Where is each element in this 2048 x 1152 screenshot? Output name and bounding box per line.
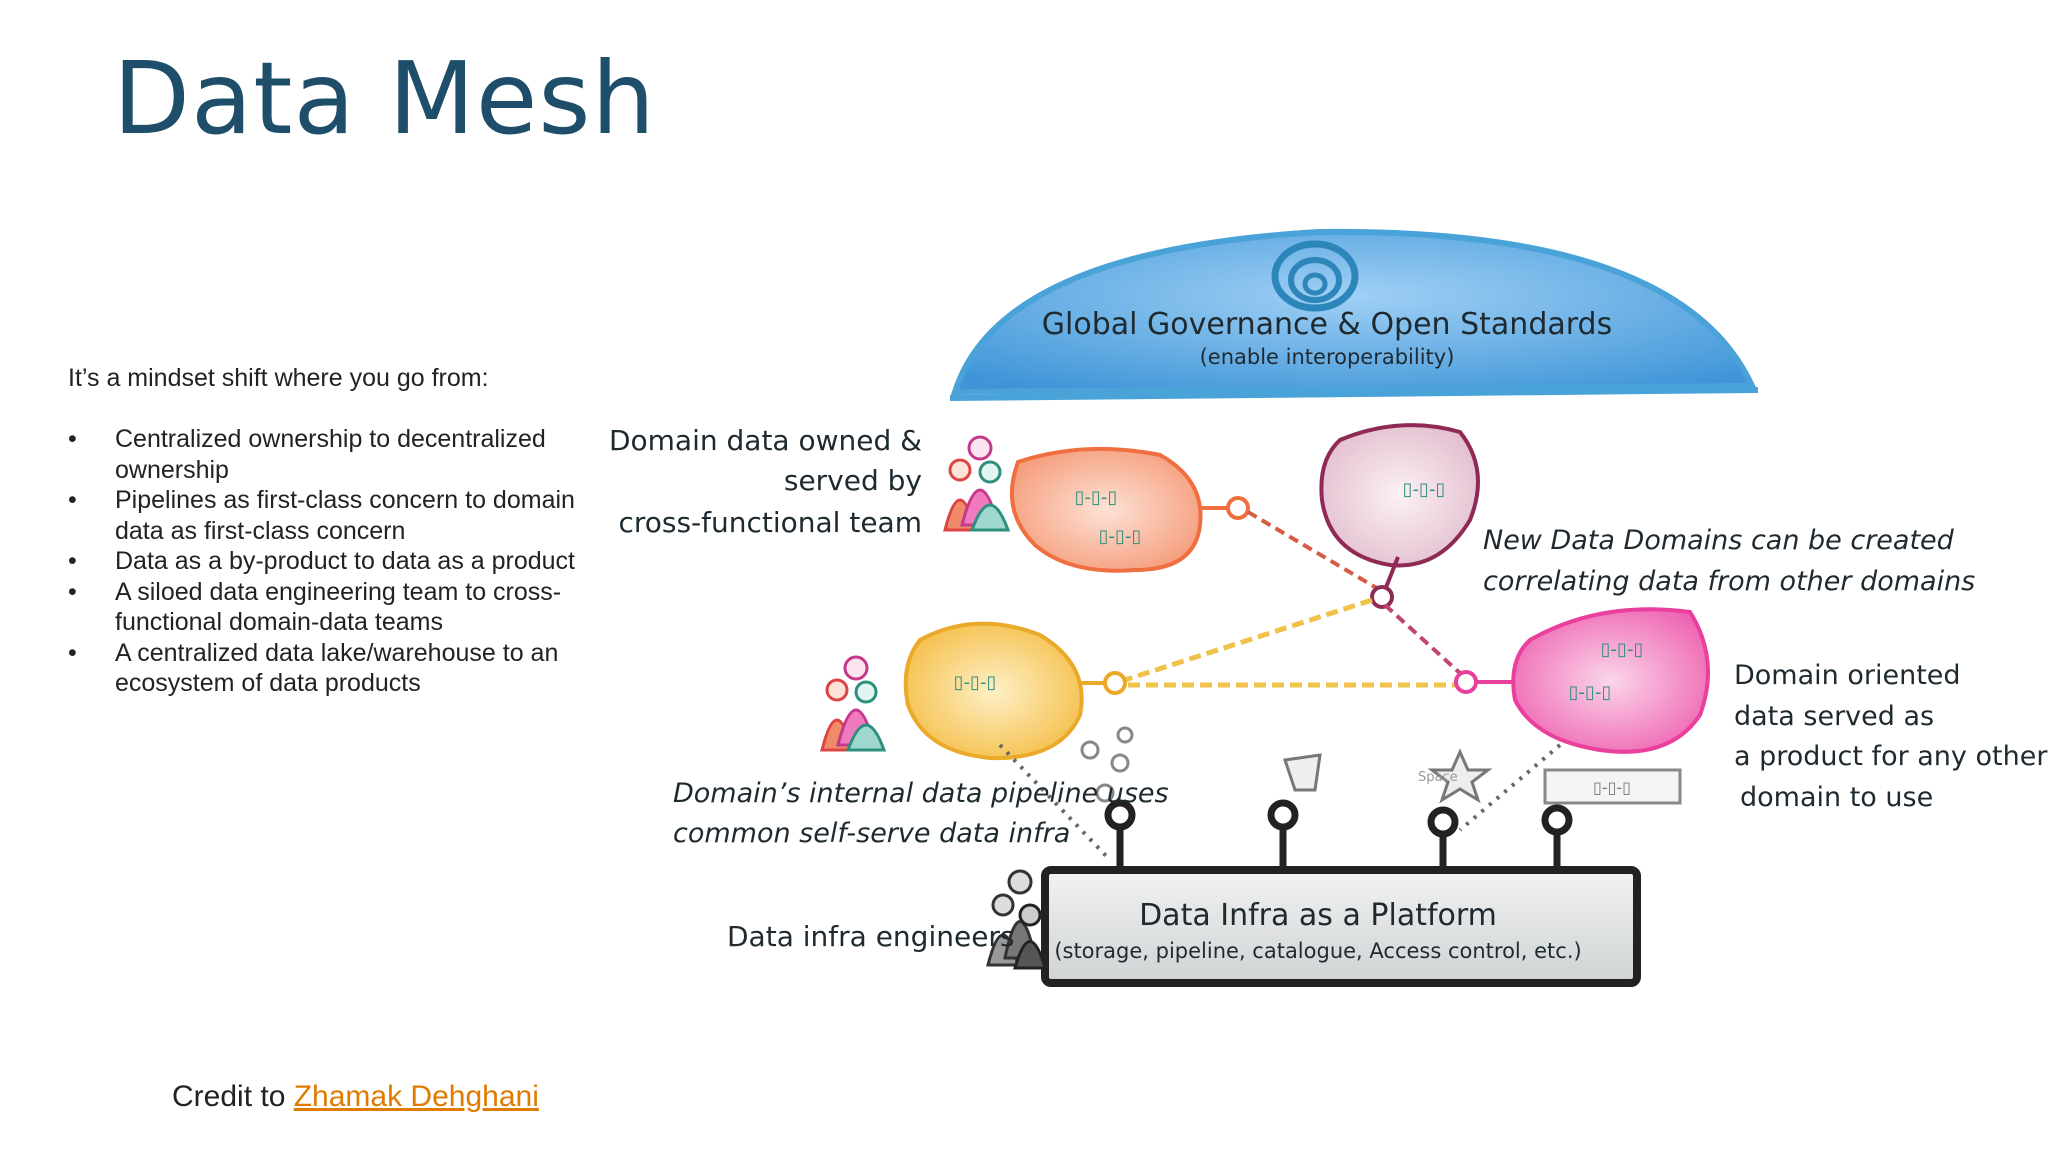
governance-title: Global Governance & Open Standards xyxy=(1042,307,1612,342)
governance-dome: Global Governance & Open Standards (enab… xyxy=(949,228,1759,401)
bullet-symbol: • xyxy=(68,577,77,606)
tool-icons: Space ▯-▯-▯ xyxy=(1080,726,1682,805)
node-glyph: ▯-▯-▯ xyxy=(1569,682,1612,703)
label-oriented-4: domain to use xyxy=(1740,782,1933,813)
dotted-link xyxy=(998,743,1112,862)
domain-pink: ▯-▯-▯ ▯-▯-▯ xyxy=(1511,607,1710,754)
label-owned-2: served by xyxy=(784,464,922,497)
label-owned-1: Domain data owned & xyxy=(609,424,922,457)
credit-line: Credit to Zhamak Dehghani xyxy=(172,1080,539,1114)
bullet-line-2: ecosystem of data products xyxy=(115,669,421,697)
network-icon xyxy=(1080,726,1134,803)
bullet-symbol: • xyxy=(68,425,77,453)
star-icon: Space xyxy=(1418,748,1493,804)
node-glyph: ▯-▯-▯ xyxy=(1403,479,1446,500)
fingerprint-icon xyxy=(1271,240,1359,312)
intro-text: It’s a mindset shift where you go from: xyxy=(68,364,489,392)
bullet-line-2: ownership xyxy=(115,455,229,484)
bullet-symbol: • xyxy=(68,638,77,667)
dotted-link xyxy=(1458,743,1562,832)
engineers-people-icon xyxy=(986,869,1047,970)
node-glyph: ▯-▯-▯ xyxy=(1099,526,1142,547)
bullet-line-1: A centralized data lake/warehouse to an xyxy=(115,638,559,667)
bullet-line-1: Pipelines as first-class concern to doma… xyxy=(115,486,575,514)
label-oriented-1: Domain oriented xyxy=(1734,660,1961,691)
node-glyph: ▯-▯-▯ xyxy=(1601,639,1644,660)
platform-box: Data Infra as a Platform (storage, pipel… xyxy=(1041,799,1641,987)
port-circle xyxy=(1226,496,1250,520)
bullet-symbol: • xyxy=(68,486,77,514)
port-circle xyxy=(1454,670,1478,694)
label-pipeline-2: common self-serve data infra xyxy=(673,818,1070,849)
node-glyph: ▯-▯-▯ xyxy=(954,672,997,693)
label-new-2: correlating data from other domains xyxy=(1483,566,1975,597)
pipeline-icon: ▯-▯-▯ xyxy=(1543,768,1682,805)
list-item: • Pipelines as first-class concern to do… xyxy=(68,485,608,546)
dome-base-stroke xyxy=(949,387,1759,401)
domain-blob xyxy=(1009,446,1203,573)
label-pipeline-1: Domain’s internal data pipeline uses xyxy=(673,778,1169,809)
team-people-icon xyxy=(820,655,887,752)
list-item: • A siloed data engineering team to cros… xyxy=(68,577,608,638)
domain-blob xyxy=(1511,607,1710,754)
list-item: • A centralized data lake/warehouse to a… xyxy=(68,638,608,699)
node-glyph: ▯-▯-▯ xyxy=(1075,487,1118,508)
team-people-icon xyxy=(943,435,1011,532)
port-circle xyxy=(1103,671,1127,695)
domain-blob xyxy=(1319,423,1480,568)
domain-yellow: ▯-▯-▯ xyxy=(903,621,1084,761)
platform-shape xyxy=(1041,866,1641,987)
label-new-1: New Data Domains can be created xyxy=(1483,525,1955,556)
credit-prefix: Credit to xyxy=(172,1080,294,1113)
page-title: Data Mesh xyxy=(113,40,656,157)
bullet-list: • Centralized ownership to decentralized… xyxy=(68,424,608,699)
platform-title: Data Infra as a Platform xyxy=(1139,898,1497,933)
bullet-line-1: Centralized ownership to decentralized xyxy=(115,425,546,453)
label-owned-3: cross-functional team xyxy=(618,506,922,539)
domain-blob xyxy=(903,621,1084,761)
list-item: • Centralized ownership to decentralized… xyxy=(68,424,608,485)
label-engineers: Data infra engineers xyxy=(727,920,1015,953)
bullet-line-1: Data as a by-product to data as a produc… xyxy=(115,547,575,575)
domain-orange: ▯-▯-▯ ▯-▯-▯ xyxy=(1009,446,1203,573)
dashed-link xyxy=(1124,597,1373,683)
bullet-symbol: • xyxy=(68,547,77,575)
bucket-icon xyxy=(1283,753,1322,792)
node-glyph: ▯-▯-▯ xyxy=(1593,778,1631,797)
platform-subtitle: (storage, pipeline, catalogue, Access co… xyxy=(1054,939,1581,963)
dome-shape xyxy=(950,228,1757,396)
author-link[interactable]: Zhamak Dehghani xyxy=(293,1080,539,1113)
port-circle xyxy=(1370,585,1394,609)
platform-pegs xyxy=(1104,799,1573,873)
label-oriented-3: a product for any other xyxy=(1734,741,2048,772)
connector xyxy=(1383,556,1400,591)
governance-subtitle: (enable interoperability) xyxy=(1200,345,1455,369)
label-oriented-2: data served as xyxy=(1734,701,1934,732)
dashed-link xyxy=(1246,510,1382,592)
bullet-line-2: data as first-class concern xyxy=(115,516,406,545)
dashed-link xyxy=(1383,603,1464,677)
bullet-line-2: functional domain-data teams xyxy=(115,608,443,636)
domain-plum: ▯-▯-▯ xyxy=(1319,423,1480,568)
space-icon-label: Space xyxy=(1418,770,1458,785)
list-item: • Data as a by-product to data as a prod… xyxy=(68,546,608,577)
bullet-line-1: A siloed data engineering team to cross- xyxy=(115,577,562,606)
connectors xyxy=(998,496,1562,862)
